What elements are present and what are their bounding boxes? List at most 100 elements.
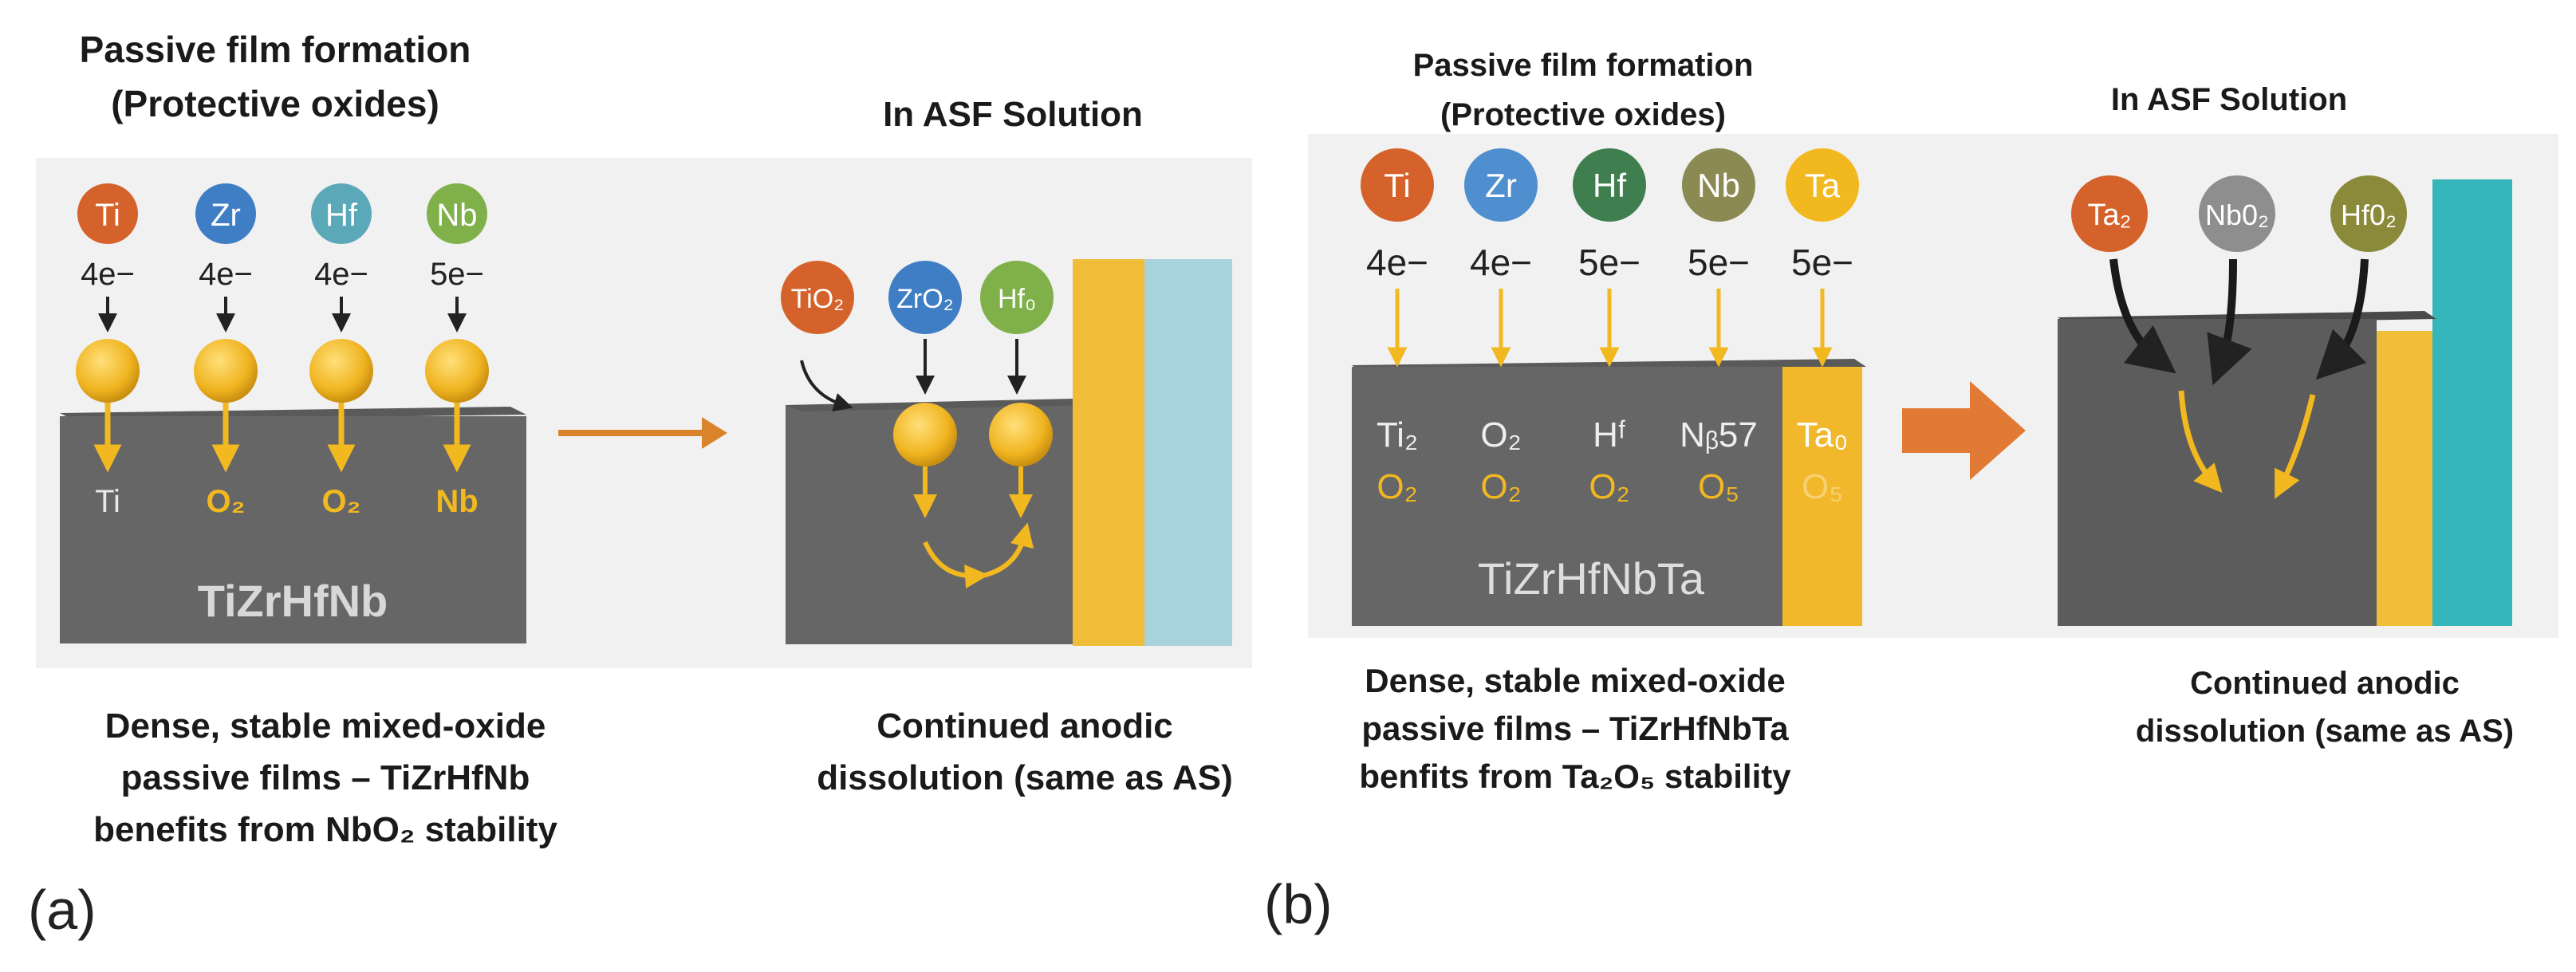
panel-b-caption-right-line2: dissolution (same as AS) [2136, 714, 2514, 749]
b-zr-sphere [1464, 148, 1538, 222]
b-asf-block [2058, 319, 2377, 626]
hf02-sphere [2330, 175, 2407, 252]
element-column-b-zr: Zr 4e− O₂ O₂ [1464, 148, 1538, 506]
b-ta-electrons: 5e− [1791, 242, 1853, 283]
panel-a: Passive film formation (Protective oxide… [28, 29, 1252, 941]
b-asf-film-layer [2377, 331, 2432, 626]
b-hf-electrons: 5e− [1578, 242, 1641, 283]
b-zr-electrons: 4e− [1470, 242, 1532, 283]
asf-oxide-hf: Hf₀ [980, 261, 1054, 334]
panel-b-caption-left-line1: Dense, stable mixed-oxide [1365, 662, 1786, 699]
element-column-ti: Ti 4e− Ti [76, 183, 140, 519]
zr-electrons: 4e− [199, 257, 253, 292]
asf-film-layer [1073, 259, 1144, 646]
hf0-label: Hf₀ [998, 284, 1036, 314]
zr-symbol: Zr [211, 198, 241, 233]
b-asf-curve-arrow-2 [2275, 394, 2316, 499]
ti-sphere [77, 183, 138, 244]
ta2-arrow [2109, 258, 2176, 374]
nb-symbol: Nb [436, 198, 477, 233]
b-asf-oxide-ta: Ta₂ [2071, 175, 2148, 252]
ta2-label: Ta₂ [2088, 199, 2132, 232]
asf-atom-1 [893, 403, 957, 466]
panel-a-asf-title: In ASF Solution [883, 95, 1143, 134]
zr-product: O₂ [207, 484, 246, 519]
hf-atom [309, 339, 373, 403]
element-column-b-ti: Ti 4e− Ti₂ O₂ [1361, 148, 1434, 506]
panel-a-label: (a) [28, 879, 97, 941]
panel-b: Passive film formation (Protective oxide… [1264, 48, 2558, 935]
b-ti-product-top: Ti₂ [1377, 415, 1418, 455]
panel-b-title-line2: (Protective oxides) [1440, 97, 1726, 132]
panel-a-caption-right-line1: Continued anodic [876, 706, 1173, 746]
zro2-sphere [888, 261, 962, 334]
b-nb-sphere [1682, 148, 1755, 222]
asf-oxide-ti: TiO₂ [781, 261, 854, 334]
panel-b-caption-right-line1: Continued anodic [2190, 666, 2460, 701]
b-ti-sphere [1361, 148, 1434, 222]
hf-sphere [311, 183, 372, 244]
element-column-zr: Zr 4e− O₂ [194, 183, 258, 519]
transition-arrow-b [1902, 381, 2026, 480]
nb-sphere [427, 183, 487, 244]
ti-product: Ti [95, 484, 120, 519]
b-zr-product-top: O₂ [1480, 415, 1521, 455]
ta-oxide-strip [1782, 367, 1862, 626]
b-zr-symbol: Zr [1485, 167, 1517, 204]
nb02-label: Nb0₂ [2205, 199, 2269, 231]
b-ti-symbol: Ti [1384, 167, 1410, 204]
panel-a-title-line1: Passive film formation [80, 29, 471, 70]
b-nb-electrons: 5e− [1688, 242, 1750, 283]
b-ta-product-top: Ta₀ [1797, 415, 1849, 455]
panel-b-label: (b) [1264, 873, 1333, 935]
element-column-hf: Hf 4e− O₂ [309, 183, 373, 519]
b-hf-symbol: Hf [1593, 167, 1626, 204]
panel-a-title-line2: (Protective oxides) [111, 83, 439, 124]
ta2-sphere [2071, 175, 2148, 252]
panel-b-asf-title: In ASF Solution [2111, 82, 2347, 117]
hf02-label: Hf0₂ [2341, 199, 2397, 231]
b-asf-curve-arrow-1 [2178, 390, 2223, 494]
b-asf-solution-layer [2432, 179, 2512, 626]
alloy-label: TiZrHfNb [198, 576, 388, 626]
b-hf-sphere [1573, 148, 1646, 222]
asf-curve-arrow-1 [923, 541, 989, 588]
element-column-nb: Nb 5e− Nb [425, 183, 489, 519]
b-asf-oxide-hf: Hf0₂ [2330, 175, 2407, 252]
hf-electrons: 4e− [314, 257, 368, 292]
b-hf-product-top: Hᶠ [1593, 415, 1626, 455]
element-column-b-nb: Nb 5e− Nᵦ57 O₅ [1680, 148, 1758, 506]
nb-atom [425, 339, 489, 403]
b-hf-product-bottom: O₂ [1589, 467, 1629, 506]
b-ta-symbol: Ta [1805, 167, 1841, 204]
panel-b-title-line1: Passive film formation [1413, 48, 1754, 83]
zro2-label: ZrO₂ [896, 284, 954, 314]
panel-a-caption-left-line3: benefits from NbO₂ stability [93, 810, 557, 849]
panel-a-caption-left-line1: Dense, stable mixed-oxide [105, 706, 546, 746]
alloy-label-b: TiZrHfNbTa [1478, 553, 1705, 604]
panel-a-caption-left-line2: passive films – TiZrHfNb [121, 758, 530, 797]
ti-atom [76, 339, 140, 403]
b-ti-product-bottom: O₂ [1377, 467, 1417, 506]
panel-b-caption-left-line2: passive films – TiZrHfNbTa [1361, 710, 1789, 747]
asf-oxide-zr: ZrO₂ [888, 261, 962, 334]
nb-product: Nb [435, 484, 478, 519]
hf-product: O₂ [322, 484, 361, 519]
nb-electrons: 5e− [430, 257, 484, 292]
b-ti-electrons: 4e− [1366, 242, 1428, 283]
ti-symbol: Ti [95, 198, 120, 233]
panel-b-caption-left-line3: benfits from Ta₂O₅ stability [1359, 758, 1791, 795]
panel-a-caption-right-line2: dissolution (same as AS) [817, 758, 1233, 797]
nb02-sphere [2199, 175, 2275, 252]
b-nb-product-bottom: O₅ [1698, 467, 1739, 506]
tio2-arrow [800, 360, 853, 412]
hf0-sphere [980, 261, 1054, 334]
asf-solution-layer [1144, 259, 1232, 646]
nb02-arrow [2207, 258, 2252, 386]
hf-symbol: Hf [325, 198, 358, 233]
zr-atom [194, 339, 258, 403]
b-ta-product-bottom: O₅ [1802, 467, 1843, 506]
tio2-label: TiO₂ [791, 284, 845, 314]
asf-curve-arrow-2 [982, 522, 1034, 578]
